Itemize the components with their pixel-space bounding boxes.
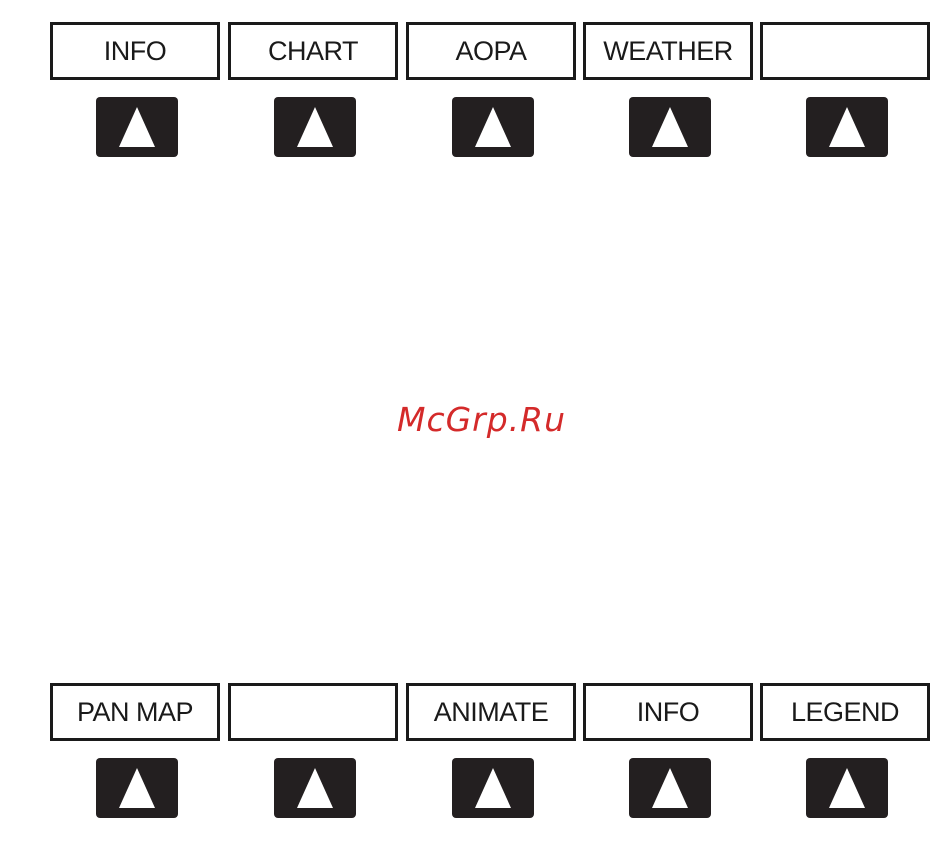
- bottom-softkey-5-label: LEGEND: [791, 697, 899, 728]
- top-softkey-2: CHART: [228, 22, 400, 162]
- up-arrow-icon: [295, 105, 335, 149]
- up-arrow-icon: [473, 766, 513, 810]
- bottom-softkey-3-label: ANIMATE: [434, 697, 549, 728]
- bottom-softkey-2-label-box: [228, 683, 398, 741]
- top-softkey-5: [760, 22, 932, 162]
- bottom-softkey-1-button[interactable]: [96, 758, 178, 818]
- top-softkey-3: AOPA: [406, 22, 578, 162]
- top-softkey-5-button[interactable]: [806, 97, 888, 157]
- up-arrow-icon: [650, 766, 690, 810]
- up-arrow-icon: [295, 766, 335, 810]
- up-arrow-icon: [473, 105, 513, 149]
- bottom-softkey-2-button[interactable]: [274, 758, 356, 818]
- up-arrow-icon: [650, 105, 690, 149]
- bottom-softkey-4: INFO: [583, 683, 755, 823]
- up-arrow-icon: [827, 105, 867, 149]
- bottom-softkey-1: PAN MAP: [50, 683, 222, 823]
- bottom-softkey-5-label-box: LEGEND: [760, 683, 930, 741]
- top-softkey-4-label: WEATHER: [603, 36, 733, 67]
- top-softkey-4-label-box: WEATHER: [583, 22, 753, 80]
- bottom-softkey-1-label-box: PAN MAP: [50, 683, 220, 741]
- bottom-softkey-3-label-box: ANIMATE: [406, 683, 576, 741]
- watermark-text: McGrp.Ru: [0, 400, 948, 439]
- bottom-softkey-4-button[interactable]: [629, 758, 711, 818]
- top-softkey-row: INFO CHART AOPA WEATHER: [50, 22, 890, 162]
- bottom-softkey-row: PAN MAP ANIMATE INFO LEGEND: [50, 683, 890, 823]
- bottom-softkey-3-button[interactable]: [452, 758, 534, 818]
- top-softkey-3-label-box: AOPA: [406, 22, 576, 80]
- bottom-softkey-5: LEGEND: [760, 683, 932, 823]
- bottom-softkey-1-label: PAN MAP: [77, 697, 193, 728]
- top-softkey-1-button[interactable]: [96, 97, 178, 157]
- top-softkey-2-label-box: CHART: [228, 22, 398, 80]
- bottom-softkey-5-button[interactable]: [806, 758, 888, 818]
- bottom-softkey-4-label-box: INFO: [583, 683, 753, 741]
- up-arrow-icon: [827, 766, 867, 810]
- top-softkey-4-button[interactable]: [629, 97, 711, 157]
- top-softkey-2-button[interactable]: [274, 97, 356, 157]
- up-arrow-icon: [117, 105, 157, 149]
- up-arrow-icon: [117, 766, 157, 810]
- top-softkey-5-label-box: [760, 22, 930, 80]
- bottom-softkey-4-label: INFO: [637, 697, 700, 728]
- top-softkey-1: INFO: [50, 22, 222, 162]
- top-softkey-3-button[interactable]: [452, 97, 534, 157]
- top-softkey-3-label: AOPA: [455, 36, 526, 67]
- top-softkey-2-label: CHART: [268, 36, 358, 67]
- top-softkey-1-label-box: INFO: [50, 22, 220, 80]
- top-softkey-1-label: INFO: [104, 36, 167, 67]
- top-softkey-4: WEATHER: [583, 22, 755, 162]
- bottom-softkey-3: ANIMATE: [406, 683, 578, 823]
- bottom-softkey-2: [228, 683, 400, 823]
